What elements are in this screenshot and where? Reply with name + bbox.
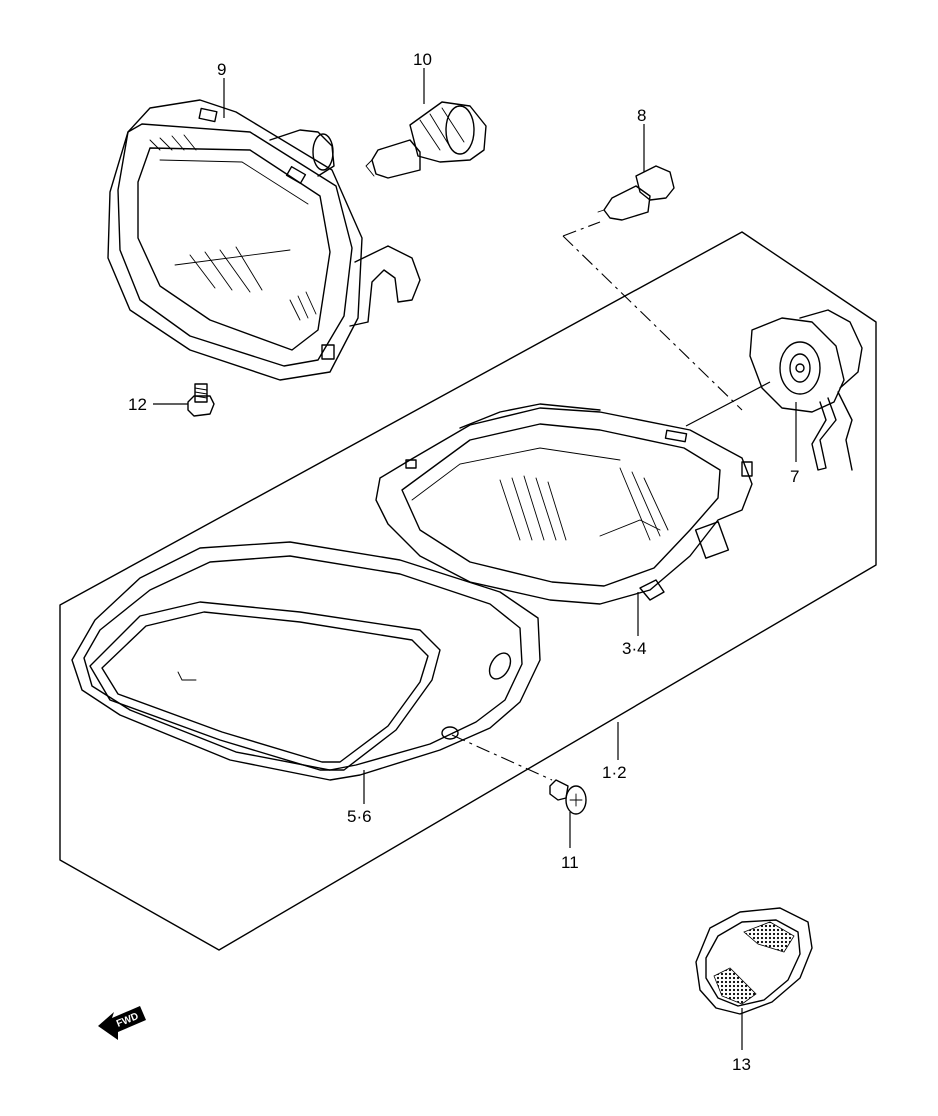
leader-7-diag (685, 381, 771, 427)
callout-9: 9 (217, 60, 226, 79)
callout-7: 7 (790, 467, 799, 486)
headlight-cover-part-5-6 (71, 541, 541, 781)
callout-11: 11 (561, 853, 579, 872)
callout-5-6: 5·6 (347, 807, 372, 826)
reflector-part-13 (695, 907, 813, 1015)
callout-3-4: 3·4 (622, 639, 647, 658)
callout-13: 13 (732, 1055, 751, 1074)
callout-1-2: 1·2 (602, 763, 627, 782)
assembly-line-11 (451, 734, 553, 781)
headlight-unit-part-9 (107, 99, 421, 381)
fwd-arrow-icon: FWD (98, 1006, 146, 1040)
socket-part-7 (749, 309, 863, 471)
bulb-part-10 (365, 101, 487, 179)
assembly-outline (59, 231, 877, 951)
callout-12: 12 (128, 395, 147, 414)
small-bulb-part-8 (597, 165, 675, 221)
screw-part-11 (549, 779, 587, 815)
callout-10: 10 (413, 50, 432, 69)
headlight-lens-part-3-4 (375, 403, 753, 605)
bolt-part-12 (187, 383, 215, 417)
callout-8: 8 (637, 106, 646, 125)
assembly-line-8-7 (562, 221, 743, 411)
